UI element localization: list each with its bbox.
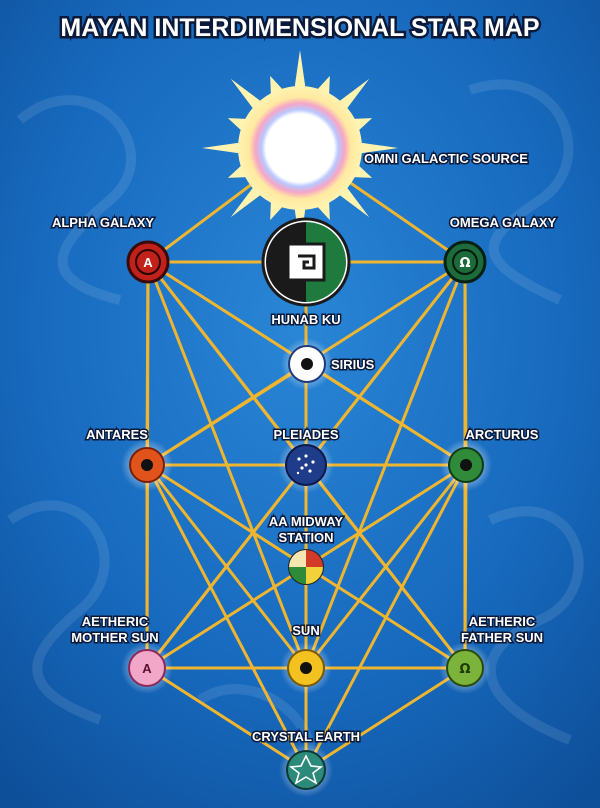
arcturus-core <box>460 459 472 471</box>
node-antares: ANTARES <box>85 426 173 491</box>
label-father-1: AETHERIC <box>469 614 536 629</box>
midway-red-quadrant <box>306 550 323 567</box>
hunab-ku-green-half <box>306 222 346 302</box>
connection-line-mother-earth <box>145 666 308 772</box>
midway-green-quadrant <box>289 567 306 584</box>
sun-ray <box>336 78 370 112</box>
sun-core <box>300 662 312 674</box>
label-earth: CRYSTAL EARTH <box>252 729 360 744</box>
sun-ray <box>202 142 243 154</box>
node-arcturus: ARCTURUS <box>440 426 540 491</box>
node-alpha: A ALPHA GALAXY <box>50 214 170 284</box>
omega-swirl <box>452 249 478 275</box>
connection-line-antares-sirius <box>145 362 309 467</box>
midway-cream-quadrant <box>289 550 306 567</box>
pleiades-stars <box>296 454 315 475</box>
node-hunab: HUNAB KU <box>261 217 351 329</box>
label-mother-1: AETHERIC <box>82 614 149 629</box>
label-mother-2: MOTHER SUN <box>71 630 158 645</box>
node-omni: OMNI GALACTIC SOURCE <box>238 86 530 210</box>
label-midway-1: AA MIDWAY <box>269 514 343 529</box>
connection-line-pleiades-mother <box>145 463 308 670</box>
label-hunab: HUNAB KU <box>271 312 340 327</box>
background-swirls <box>7 79 584 784</box>
alpha-glyph: A <box>143 255 153 270</box>
label-sun: SUN <box>292 623 319 638</box>
label-antares: ANTARES <box>86 427 148 442</box>
node-omega: Ω OMEGA GALAXY <box>443 214 558 284</box>
node-mother: A AETHERIC MOTHER SUN <box>70 613 173 694</box>
connection-line-arcturus-sirius <box>305 362 468 467</box>
sun-ray <box>230 78 264 112</box>
omega-glyph: Ω <box>459 256 470 271</box>
alpha-galaxy-icon <box>126 240 170 284</box>
sun-ray <box>357 142 398 154</box>
father-glyph: Ω <box>459 662 470 677</box>
node-father: Ω AETHERIC FATHER SUN <box>439 613 545 694</box>
node-sirius: SIRIUS <box>281 338 376 390</box>
node-pleiades: PLEIADES <box>272 426 340 493</box>
label-omega: OMEGA GALAXY <box>450 215 557 230</box>
star-nodes: OMNI GALACTIC SOURCE A ALPHA GALAXY Ω OM… <box>50 86 558 797</box>
sun-ray <box>336 184 370 218</box>
crystal-earth-star <box>288 754 324 785</box>
hunab-ku-spiral <box>298 254 316 270</box>
alpha-swirl <box>135 249 161 275</box>
label-arcturus: ARCTURUS <box>466 427 539 442</box>
label-pleiades: PLEIADES <box>273 427 338 442</box>
mother-glyph: A <box>142 661 152 676</box>
connection-line-arcturus-earth <box>304 463 468 772</box>
connection-line-antares-earth <box>145 463 308 772</box>
omega-galaxy-icon <box>443 240 487 284</box>
node-earth: CRYSTAL EARTH <box>250 728 362 797</box>
node-sun: SUN <box>280 622 332 694</box>
sun-core <box>266 114 334 182</box>
hunab-ku-black-half <box>266 222 306 302</box>
mother-sun-icon <box>128 649 166 687</box>
father-sun-icon <box>446 649 484 687</box>
sun-ray <box>294 50 306 91</box>
connection-line-father-earth <box>304 666 467 772</box>
connection-line-pleiades-father <box>304 463 467 670</box>
sun-ray <box>230 184 264 218</box>
label-alpha: ALPHA GALAXY <box>52 215 154 230</box>
label-sirius: SIRIUS <box>331 357 375 372</box>
label-omni: OMNI GALACTIC SOURCE <box>364 151 528 166</box>
sirius-core <box>301 358 313 370</box>
node-midway: AA MIDWAY STATION <box>267 513 345 585</box>
page-title: MAYAN INTERDIMENSIONAL STAR MAP <box>60 14 539 42</box>
midway-yellow-quadrant <box>306 567 323 584</box>
label-father-2: FATHER SUN <box>461 630 543 645</box>
antares-core <box>141 459 153 471</box>
label-midway-2: STATION <box>278 530 333 545</box>
